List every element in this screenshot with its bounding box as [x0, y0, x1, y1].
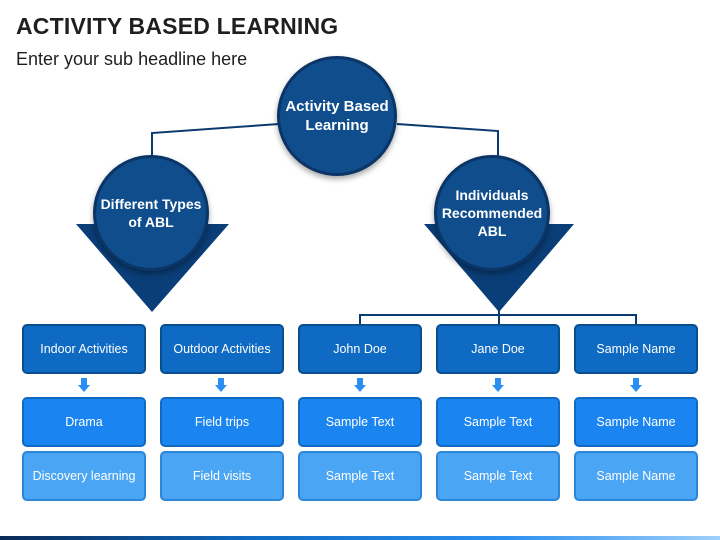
- recommended-abl-circle: Individuals Recommended ABL: [434, 155, 550, 271]
- column-1-item-2: Discovery learning: [22, 451, 146, 501]
- column-3-item-1: Sample Text: [298, 397, 422, 447]
- column-1-item-1: Drama: [22, 397, 146, 447]
- column-5-item-2: Sample Name: [574, 451, 698, 501]
- column-2-item-2: Field visits: [160, 451, 284, 501]
- slide-title: ACTIVITY BASED LEARNING: [16, 13, 339, 39]
- column-2-header: Outdoor Activities: [160, 324, 284, 374]
- down-arrow-icon: [78, 378, 90, 392]
- column-3-header: John Doe: [298, 324, 422, 374]
- connector-main-right: [396, 123, 499, 160]
- column-4-item-1: Sample Text: [436, 397, 560, 447]
- column-1-header: Indoor Activities: [22, 324, 146, 374]
- main-topic-circle: Activity Based Learning: [277, 56, 397, 176]
- down-arrow-icon: [630, 378, 642, 392]
- down-arrow-icon: [492, 378, 504, 392]
- types-of-abl-circle: Different Types of ABL: [93, 155, 209, 271]
- column-2-item-1: Field trips: [160, 397, 284, 447]
- connector-main-left: [151, 123, 280, 160]
- down-arrow-icon: [354, 378, 366, 392]
- slide-subtitle: Enter your sub headline here: [16, 49, 248, 69]
- column-5-item-1: Sample Name: [574, 397, 698, 447]
- footer-accent-bar: [0, 536, 720, 540]
- column-3-item-2: Sample Text: [298, 451, 422, 501]
- column-4-header: Jane Doe: [436, 324, 560, 374]
- down-arrow-icon: [215, 378, 227, 392]
- column-5-header: Sample Name: [574, 324, 698, 374]
- column-4-item-2: Sample Text: [436, 451, 560, 501]
